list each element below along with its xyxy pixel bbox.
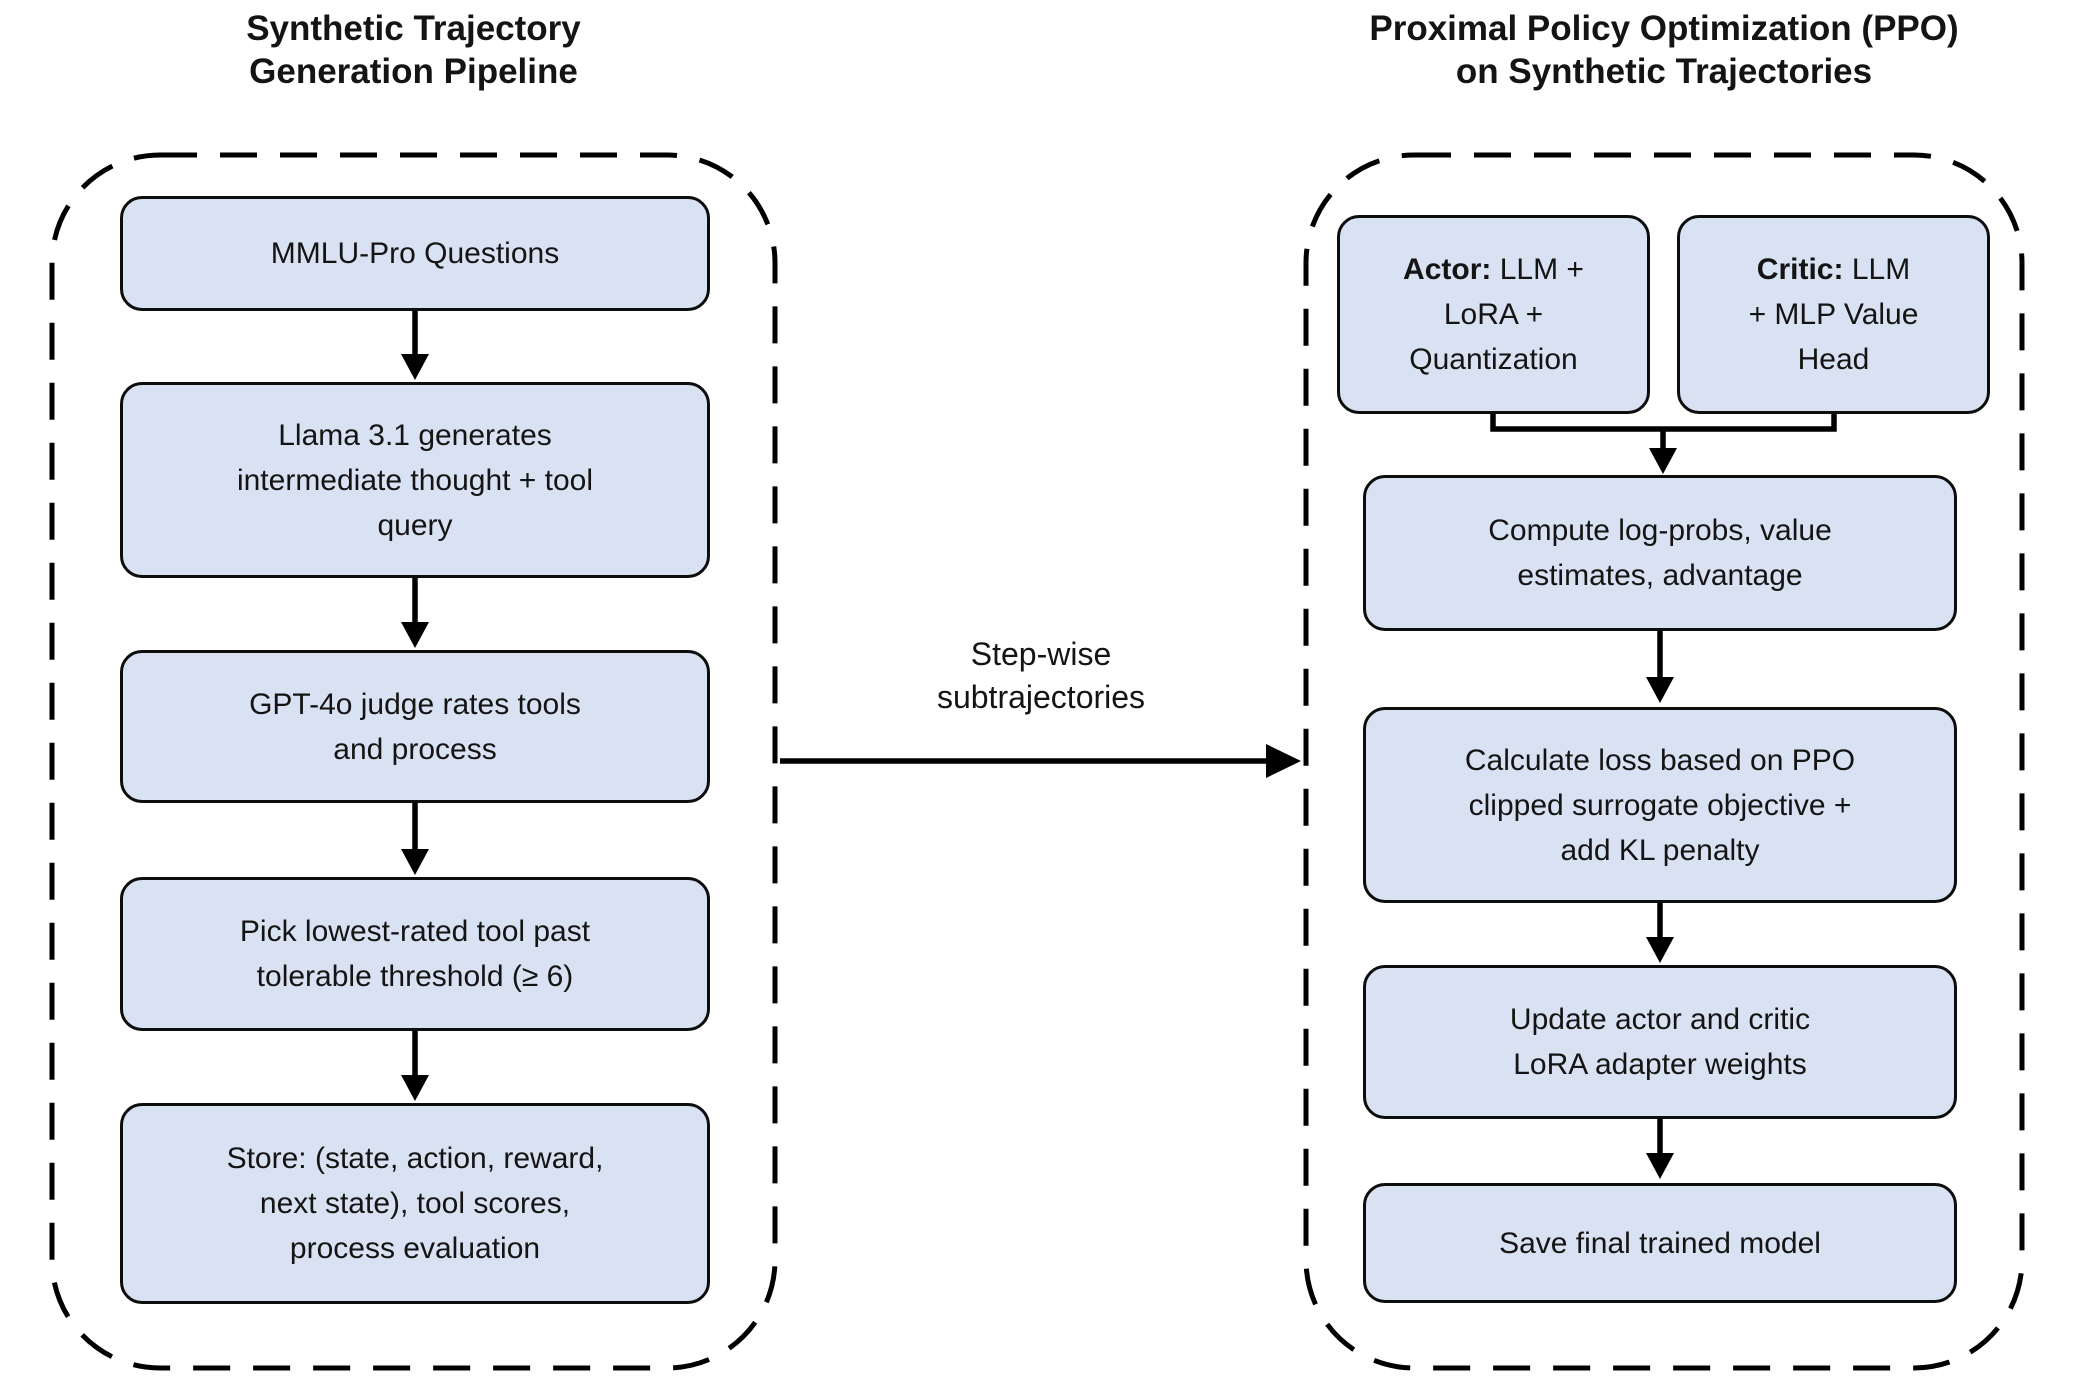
node-llama-generates: Llama 3.1 generates intermediate thought… (120, 382, 710, 578)
node-label: Update actor and critic LoRA adapter wei… (1509, 1003, 1811, 1081)
merge-arrow-head (1649, 448, 1677, 474)
arrow-left-3 (401, 803, 429, 875)
left-group-dashed-border (49, 152, 778, 1371)
critic-bold-label: Critic: (1756, 253, 1844, 286)
node-compute-logprobs: Compute log-probs, value estimates, adva… (1363, 475, 1957, 631)
node-critic: Critic: LLM + MLP Value Head (1677, 215, 1990, 414)
arrow-left-4-head (401, 1075, 429, 1101)
arrow-left-3-head (401, 849, 429, 875)
node-label: Critic: LLM + MLP Value Head (1739, 245, 1929, 384)
arrow-middle-head (1266, 744, 1301, 778)
arrow-left-1 (401, 311, 429, 380)
critic-rest-label: LLM + MLP Value Head (1748, 253, 1919, 376)
arrow-right-2-head (1646, 937, 1674, 963)
node-label: Actor: LLM + LoRA + Quantization (1393, 245, 1594, 384)
node-gpt4o-judge: GPT-4o judge rates tools and process (120, 650, 710, 803)
node-label: Llama 3.1 generates intermediate thought… (236, 418, 594, 542)
arrow-left-1-head (401, 354, 429, 380)
node-label: MMLU-Pro Questions (270, 237, 560, 270)
arrow-left-2 (401, 578, 429, 648)
node-actor: Actor: LLM + LoRA + Quantization (1337, 215, 1650, 414)
node-pick-lowest-rated: Pick lowest-rated tool past tolerable th… (120, 877, 710, 1031)
right-pipeline-title: Proximal Policy Optimization (PPO) on Sy… (1369, 9, 1959, 91)
node-label: Pick lowest-rated tool past tolerable th… (239, 915, 591, 993)
arrow-right-3 (1646, 1119, 1674, 1179)
merge-connector-line (1490, 414, 1837, 432)
merge-connector (1490, 414, 1837, 474)
arrow-left-4 (401, 1031, 429, 1101)
node-store-tuple: Store: (state, action, reward, next stat… (120, 1103, 710, 1304)
left-pipeline-title: Synthetic Trajectory Generation Pipeline (246, 9, 581, 91)
actor-bold-label: Actor: (1403, 253, 1492, 286)
arrow-middle (780, 744, 1301, 778)
node-label: Store: (state, action, reward, next stat… (226, 1142, 604, 1265)
node-label: Save final trained model (1499, 1226, 1821, 1260)
node-update-weights: Update actor and critic LoRA adapter wei… (1363, 965, 1957, 1119)
node-mmlu-pro-questions: MMLU-Pro Questions (120, 196, 710, 311)
stepwise-subtrajectories-label: Step-wise subtrajectories (936, 636, 1146, 716)
node-calculate-loss: Calculate loss based on PPO clipped surr… (1363, 707, 1957, 903)
right-group-dashed-border (1303, 152, 2025, 1371)
node-save-model: Save final trained model (1363, 1183, 1957, 1303)
arrow-right-2 (1646, 903, 1674, 963)
node-label: GPT-4o judge rates tools and process (249, 687, 581, 766)
node-label: Calculate loss based on PPO clipped surr… (1464, 743, 1856, 867)
actor-rest-label: LLM + LoRA + Quantization (1409, 253, 1584, 376)
arrow-right-1 (1646, 631, 1674, 703)
arrow-right-3-head (1646, 1153, 1674, 1179)
arrow-left-2-head (401, 622, 429, 648)
arrow-right-1-head (1646, 677, 1674, 703)
node-label: Compute log-probs, value estimates, adva… (1488, 514, 1832, 592)
